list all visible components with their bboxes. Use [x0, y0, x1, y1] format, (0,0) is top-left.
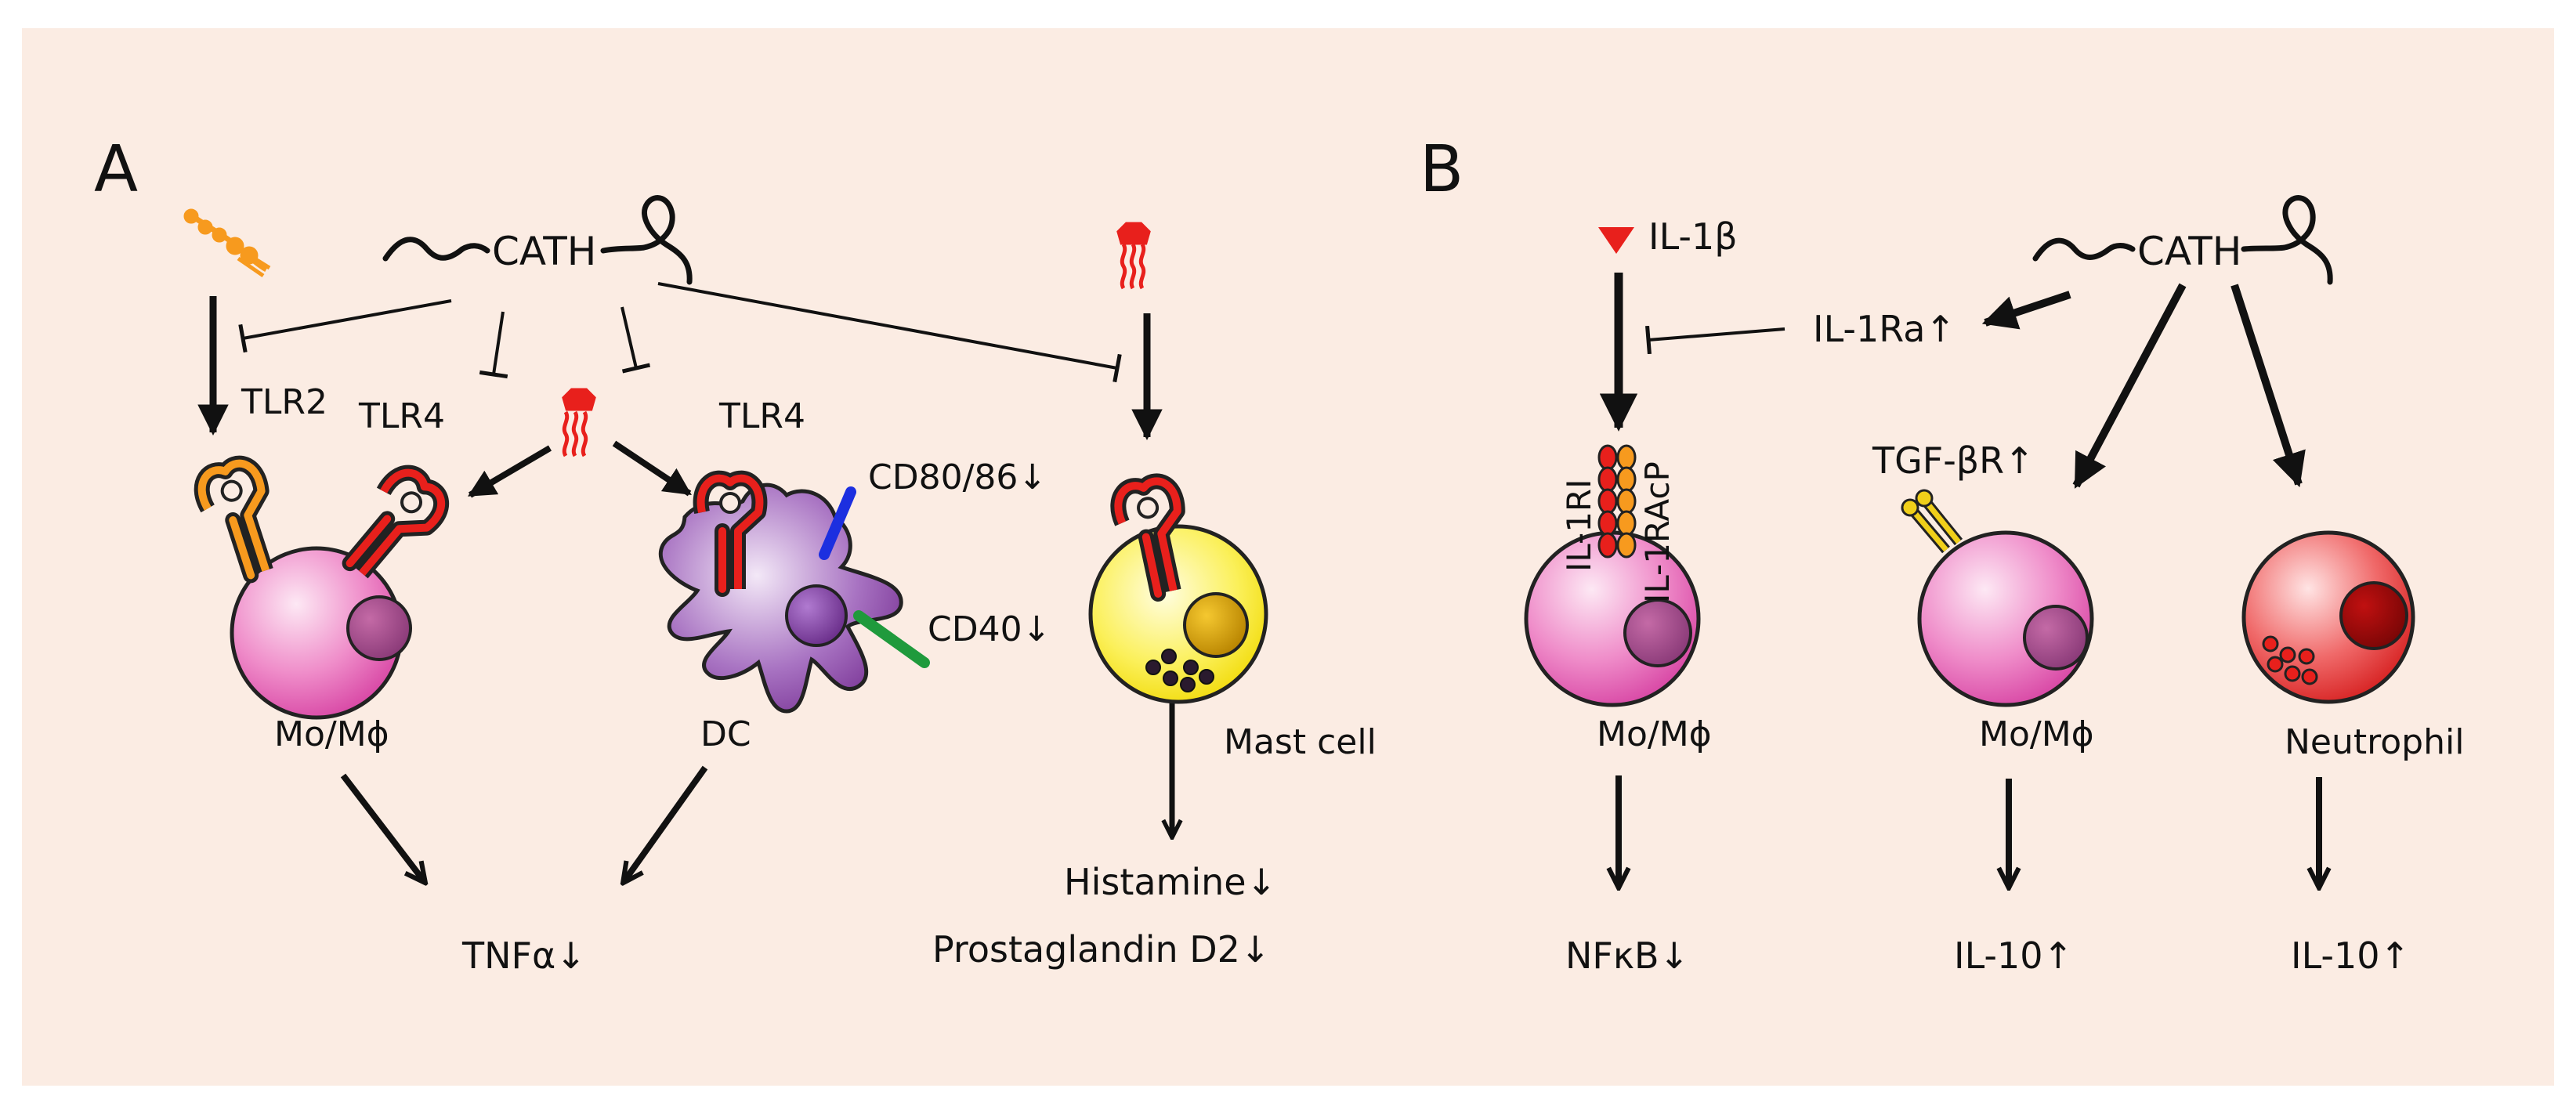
macrophage-cell-a	[230, 546, 412, 720]
cath-peptide-icon	[2032, 195, 2333, 285]
cd40-marker	[853, 610, 930, 668]
cath-peptide-icon	[382, 195, 693, 285]
panel-a-letter: A	[94, 132, 138, 207]
neutrophil-cell	[2241, 530, 2415, 704]
inhibit-il1ra-receptor	[1645, 325, 1785, 355]
panel-b-letter: B	[1420, 132, 1463, 207]
lipoprotein-icon	[183, 208, 271, 278]
cd80-86-label: CD80/86↓	[868, 457, 1047, 497]
background-panel	[22, 28, 2554, 1086]
arrow-dc-to-tnf	[624, 765, 708, 882]
arrow-mo-to-tnf	[340, 773, 425, 882]
il1-receptor-complex-icon	[1597, 444, 1637, 558]
cath-label-a: CATH	[492, 229, 596, 274]
tlr2-receptor-icon	[194, 455, 273, 584]
mo-label-b1: Mo/Mϕ	[1597, 714, 1712, 754]
tlr4-label-dc: TLR4	[718, 396, 805, 436]
inhibit-cath-mast	[657, 282, 1122, 383]
dc-label: DC	[700, 714, 751, 754]
arrow-lps-to-tlr4-dc	[612, 440, 692, 497]
mo-label-b2: Mo/Mϕ	[1979, 714, 2094, 754]
neutrophil-label: Neutrophil	[2285, 722, 2464, 762]
tlr2-label: TLR2	[241, 382, 327, 422]
cd40-label: CD40↓	[928, 609, 1051, 649]
mo-label-a: Mo/Mϕ	[274, 714, 389, 754]
il10-output-2: IL-10↑	[2291, 934, 2410, 977]
nfkb-output: NFκB↓	[1565, 934, 1689, 977]
panel-a-arrows	[197, 282, 1172, 882]
histamine-output: Histamine↓	[1064, 861, 1276, 903]
mast-cell	[1088, 524, 1268, 704]
cd80-86-marker	[819, 486, 856, 560]
il10-output-1: IL-10↑	[1954, 934, 2073, 977]
tgf-label: TGF-βR↑	[1872, 439, 2035, 482]
tlr4-receptor-icon	[693, 470, 768, 597]
arrow-cath-to-mo-b	[2072, 283, 2187, 489]
inhibit-cath-tlr4-mo	[479, 311, 508, 379]
il1ri-label: IL-1RI	[1560, 479, 1598, 573]
macrophage-cell-b2	[1917, 530, 2094, 707]
cath-label-b: CATH	[2137, 229, 2241, 274]
mast-cell-label: Mast cell	[1224, 722, 1377, 762]
inhibit-cath-tlr4-dc	[620, 306, 651, 374]
il1ra-label: IL-1Ra↑	[1813, 308, 1956, 350]
prostaglandin-output: Prostaglandin D2↓	[932, 928, 1270, 971]
tlr4-receptor-icon	[1110, 473, 1185, 602]
tlr4-label-mo: TLR4	[358, 396, 445, 436]
arrow-cath-to-il1ra	[1981, 291, 2071, 330]
arrow-cath-to-neutrophil	[2230, 284, 2306, 488]
lps-icon	[1116, 222, 1151, 290]
il1racp-label: IL-1RAcP	[1638, 461, 1677, 603]
arrow-lps-to-tlr4-mo	[467, 445, 552, 498]
il1b-triangle-icon	[1598, 227, 1634, 254]
tnf-output: TNFα↓	[461, 934, 586, 977]
lps-icon	[562, 388, 596, 457]
tgf-beta-receptor-icon	[1901, 489, 1963, 554]
panel-b-arrows	[1599, 273, 2319, 887]
tlr4-receptor-icon	[342, 465, 450, 579]
il1b-label: IL-1β	[1648, 215, 1738, 258]
inhibit-cath-tlr2	[238, 299, 452, 353]
